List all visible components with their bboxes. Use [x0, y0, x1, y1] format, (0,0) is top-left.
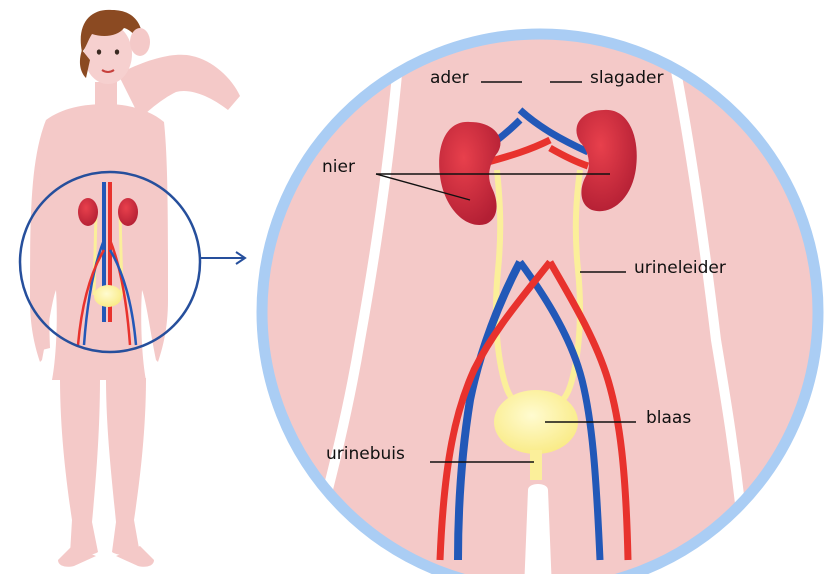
zoom-view: [250, 20, 827, 574]
label-urinebuis: urinebuis: [326, 444, 405, 464]
right-leg: [106, 378, 146, 555]
neck: [95, 82, 117, 110]
urethra: [530, 450, 542, 480]
label-urineleider: urineleider: [634, 258, 726, 278]
hand: [130, 28, 150, 56]
person-figure: [30, 10, 240, 567]
zoom-arrow: [200, 252, 245, 264]
label-nier: nier: [322, 157, 355, 177]
label-blaas: blaas: [646, 408, 691, 428]
right-eye: [115, 49, 119, 54]
label-slagader: slagader: [590, 68, 663, 88]
leg-gap: [524, 484, 552, 574]
left-leg: [60, 378, 100, 555]
left-eye: [97, 49, 101, 54]
label-ader: ader: [430, 68, 469, 88]
